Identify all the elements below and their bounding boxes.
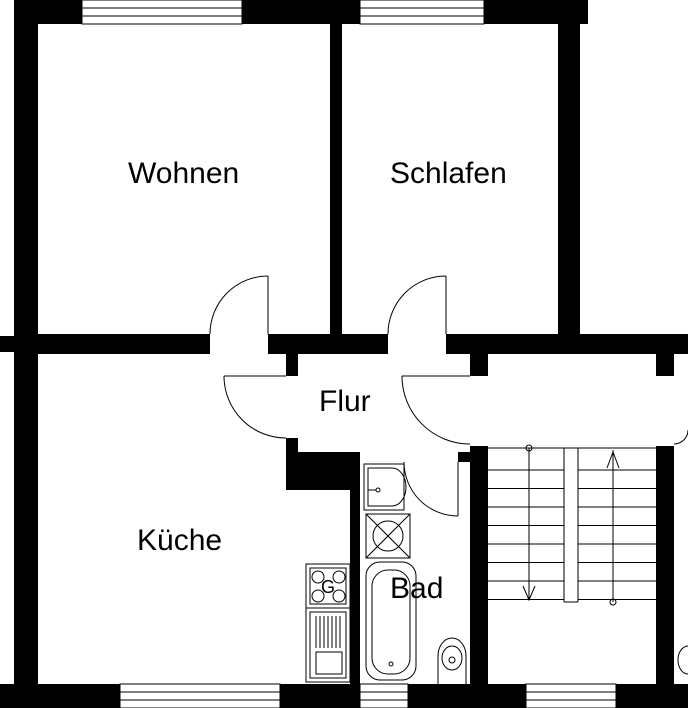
toilet-icon bbox=[437, 637, 467, 684]
wall-stair-right bbox=[656, 446, 674, 708]
door-kueche bbox=[223, 375, 287, 439]
room-label-wohnen: Wohnen bbox=[128, 157, 240, 190]
room-label-kueche: Küche bbox=[137, 524, 223, 557]
wall-flur-pillar bbox=[286, 354, 298, 376]
kitchen-fixtures: G bbox=[305, 563, 351, 683]
room-label-bad: Bad bbox=[390, 572, 444, 605]
stove-label: G bbox=[321, 577, 335, 597]
stair-lower-right-arc bbox=[677, 645, 688, 675]
doors bbox=[209, 275, 471, 517]
window-kueche bbox=[119, 683, 281, 708]
wall-kueche-bad bbox=[350, 452, 360, 708]
wall-top-2 bbox=[242, 0, 360, 24]
room-label-flur: Flur bbox=[319, 385, 371, 418]
windows bbox=[81, 0, 617, 708]
window-wohnen bbox=[81, 0, 243, 25]
wall-flur-lower-h bbox=[286, 452, 360, 490]
door-stair bbox=[401, 375, 471, 445]
washing-machine-icon bbox=[365, 513, 411, 559]
wall-mid-1 bbox=[14, 334, 210, 354]
wall-top-1 bbox=[14, 0, 82, 24]
wall-mid-left-stub bbox=[0, 336, 14, 352]
room-label-schlafen: Schlafen bbox=[390, 157, 507, 190]
wall-bottom-4 bbox=[616, 684, 688, 708]
wall-mid-3 bbox=[446, 334, 688, 354]
wall-bottom-1 bbox=[0, 684, 120, 708]
bathroom-fixtures bbox=[363, 463, 467, 684]
window-stair bbox=[525, 683, 617, 708]
kitchen-sink-icon bbox=[305, 607, 351, 683]
wall-mid-2 bbox=[268, 334, 388, 354]
door-bad bbox=[403, 461, 459, 517]
window-schlafen bbox=[359, 0, 485, 25]
wall-right-upper bbox=[558, 0, 580, 336]
wall-bottom-2 bbox=[280, 684, 360, 708]
sink-icon bbox=[363, 463, 407, 511]
wall-bad-stair bbox=[470, 446, 488, 708]
door-wohnen bbox=[209, 275, 269, 335]
door-schlafen bbox=[387, 275, 447, 335]
wall-stair-post-left bbox=[470, 354, 488, 376]
window-bad bbox=[359, 683, 409, 708]
stair-arrow-down bbox=[522, 444, 536, 602]
stair-right-edge-arc bbox=[673, 429, 688, 445]
stair-treads bbox=[488, 469, 656, 600]
wall-bottom-3 bbox=[408, 684, 526, 708]
stair-arrow-up bbox=[606, 450, 620, 606]
wall-bad-stub bbox=[458, 452, 470, 462]
bathtub-icon bbox=[365, 561, 417, 681]
wall-stair-post-right bbox=[656, 354, 674, 376]
wall-wohnen-schlafen bbox=[330, 24, 342, 336]
